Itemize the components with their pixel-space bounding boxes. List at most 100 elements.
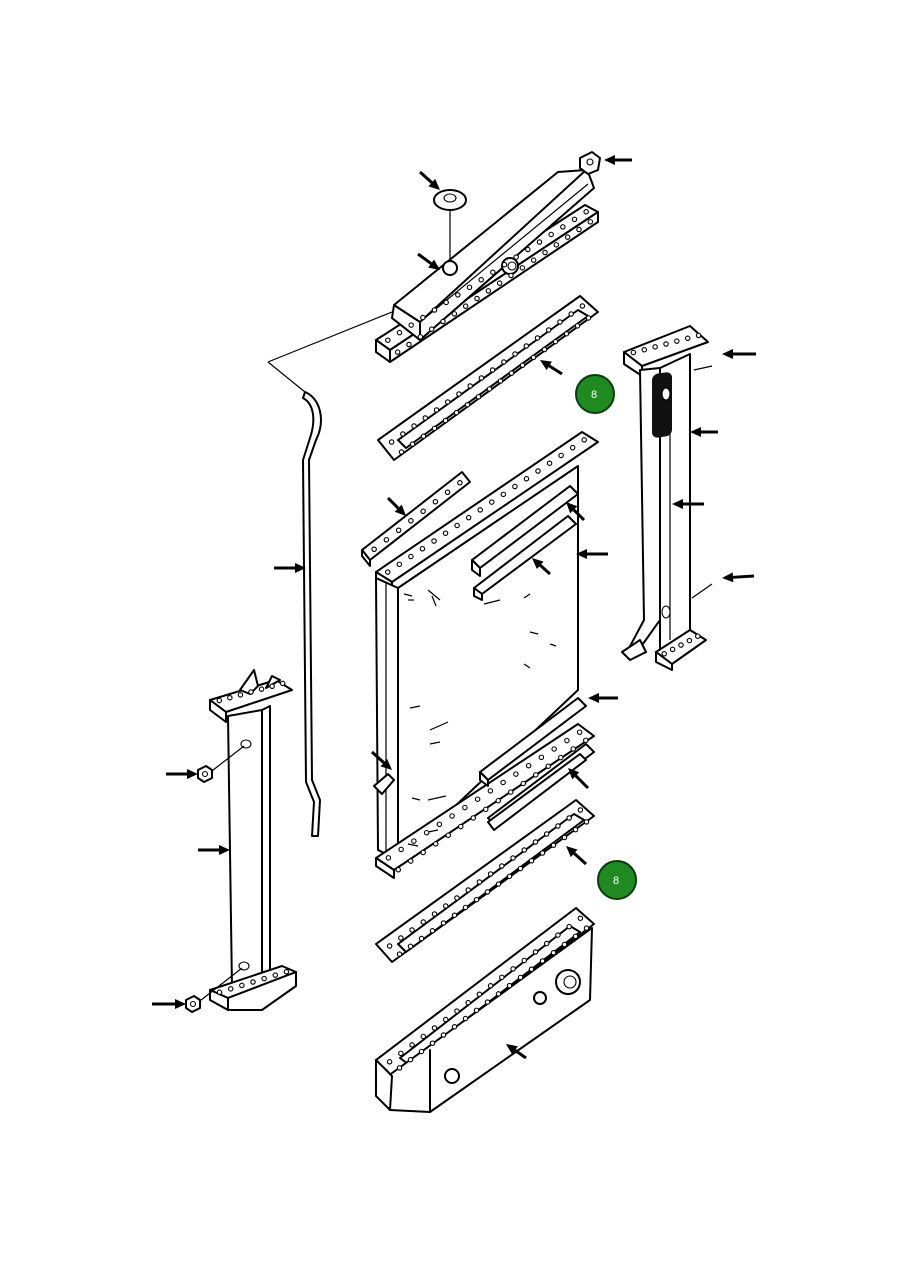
bolt-hole bbox=[398, 1050, 404, 1057]
bolt-hole bbox=[408, 322, 414, 328]
bolt-hole bbox=[484, 999, 491, 1005]
bolt-hole bbox=[420, 849, 426, 856]
bolt-hole bbox=[440, 318, 446, 325]
callout-arrows bbox=[152, 155, 756, 1060]
bolt-hole bbox=[396, 561, 403, 568]
bolt-hole bbox=[398, 935, 404, 941]
bolt-hole bbox=[396, 1065, 403, 1071]
bolt-hole bbox=[431, 425, 438, 432]
left-bracket-holes bbox=[216, 680, 290, 996]
bolt-hole bbox=[663, 341, 669, 347]
bolt-hole bbox=[487, 788, 494, 794]
bolt-hole bbox=[528, 966, 535, 972]
bolt-hole bbox=[548, 231, 554, 238]
drain-cock bbox=[579, 151, 601, 175]
mounting-nut bbox=[185, 765, 213, 1013]
radiator-cap bbox=[433, 189, 467, 260]
bolt-hole bbox=[678, 642, 684, 648]
bolt-hole bbox=[641, 346, 648, 353]
bolt-hole bbox=[237, 692, 244, 698]
bolt-hole bbox=[569, 444, 576, 451]
bolt-hole bbox=[474, 796, 481, 802]
bolt-hole bbox=[477, 507, 483, 513]
bolt-hole bbox=[457, 823, 464, 830]
bolt-hole bbox=[561, 941, 568, 948]
bolt-hole bbox=[539, 958, 546, 964]
bolt-hole bbox=[572, 933, 579, 940]
bolt-hole bbox=[396, 329, 403, 336]
bolt-hole bbox=[557, 319, 563, 325]
bolt-hole bbox=[462, 303, 469, 309]
bolt-hole bbox=[454, 895, 460, 901]
bolt-hole bbox=[454, 522, 460, 529]
bolt-hole bbox=[431, 307, 438, 313]
bolt-hole bbox=[486, 386, 493, 392]
bolt-hole bbox=[551, 746, 557, 752]
bolt-hole bbox=[444, 399, 451, 405]
bolt-hole bbox=[501, 359, 507, 365]
bolt-hole bbox=[566, 923, 572, 930]
bolt-hole bbox=[398, 846, 404, 853]
callout-arrow bbox=[152, 999, 186, 1009]
left-side-seal-strip bbox=[361, 471, 471, 567]
bolt-hole bbox=[581, 437, 587, 443]
left-seal-holes bbox=[371, 479, 463, 552]
bolt-hole bbox=[432, 841, 439, 847]
bolt-hole bbox=[532, 949, 539, 955]
bolt-hole bbox=[583, 925, 590, 931]
upper-gasket-holes bbox=[388, 303, 592, 455]
left-support-bracket bbox=[195, 669, 297, 1011]
bolt-hole bbox=[684, 335, 691, 342]
bolt-hole bbox=[388, 439, 395, 445]
bolt-hole bbox=[444, 489, 451, 495]
bolt-hole bbox=[476, 991, 483, 997]
callout-badge-upper[interactable] bbox=[575, 374, 615, 414]
bolt-hole bbox=[546, 460, 553, 466]
bolt-hole bbox=[465, 514, 472, 521]
bolt-hole bbox=[429, 928, 436, 934]
bolt-hole bbox=[695, 633, 701, 639]
bolt-hole bbox=[485, 288, 492, 294]
bolt-hole bbox=[442, 417, 449, 424]
bolt-hole bbox=[487, 871, 494, 877]
bolt-hole bbox=[560, 224, 566, 230]
bolt-hole bbox=[574, 323, 581, 329]
bolt-hole bbox=[408, 517, 414, 524]
bolt-hole bbox=[478, 277, 484, 283]
callout-arrow bbox=[274, 563, 306, 573]
bolt-hole bbox=[545, 327, 552, 333]
bolt-hole bbox=[568, 311, 574, 317]
bolt-hole bbox=[519, 265, 526, 271]
bolt-hole bbox=[495, 881, 502, 887]
bolt-hole bbox=[445, 832, 451, 838]
bolt-hole bbox=[411, 838, 417, 844]
callout-badge-lower[interactable] bbox=[597, 860, 637, 900]
bolt-hole bbox=[449, 813, 455, 819]
bolt-hole bbox=[432, 498, 439, 505]
bolt-hole bbox=[482, 806, 489, 813]
bolt-hole bbox=[451, 311, 458, 317]
callout-arrow bbox=[690, 427, 718, 437]
bolt-hole bbox=[473, 1007, 480, 1014]
bolt-hole bbox=[227, 986, 234, 992]
bolt-hole bbox=[517, 865, 524, 872]
bolt-hole bbox=[535, 468, 541, 474]
bolt-hole bbox=[582, 737, 589, 744]
bolt-hole bbox=[500, 491, 507, 498]
bolt-hole bbox=[563, 330, 570, 337]
bolt-hole bbox=[517, 974, 524, 981]
bolt-hole bbox=[525, 246, 531, 253]
callout-arrow bbox=[568, 768, 590, 790]
bolt-hole bbox=[476, 879, 483, 885]
callout-arrow bbox=[166, 769, 198, 779]
bolt-hole bbox=[227, 694, 233, 701]
bolt-hole bbox=[474, 295, 480, 302]
top-tank bbox=[375, 169, 599, 363]
bolt-hole bbox=[661, 651, 667, 657]
bolt-hole bbox=[532, 839, 539, 845]
bolt-hole bbox=[520, 780, 526, 787]
bolt-hole bbox=[543, 940, 550, 947]
bolt-hole bbox=[523, 476, 530, 482]
bolt-hole bbox=[652, 344, 658, 350]
bolt-hole bbox=[467, 383, 473, 389]
